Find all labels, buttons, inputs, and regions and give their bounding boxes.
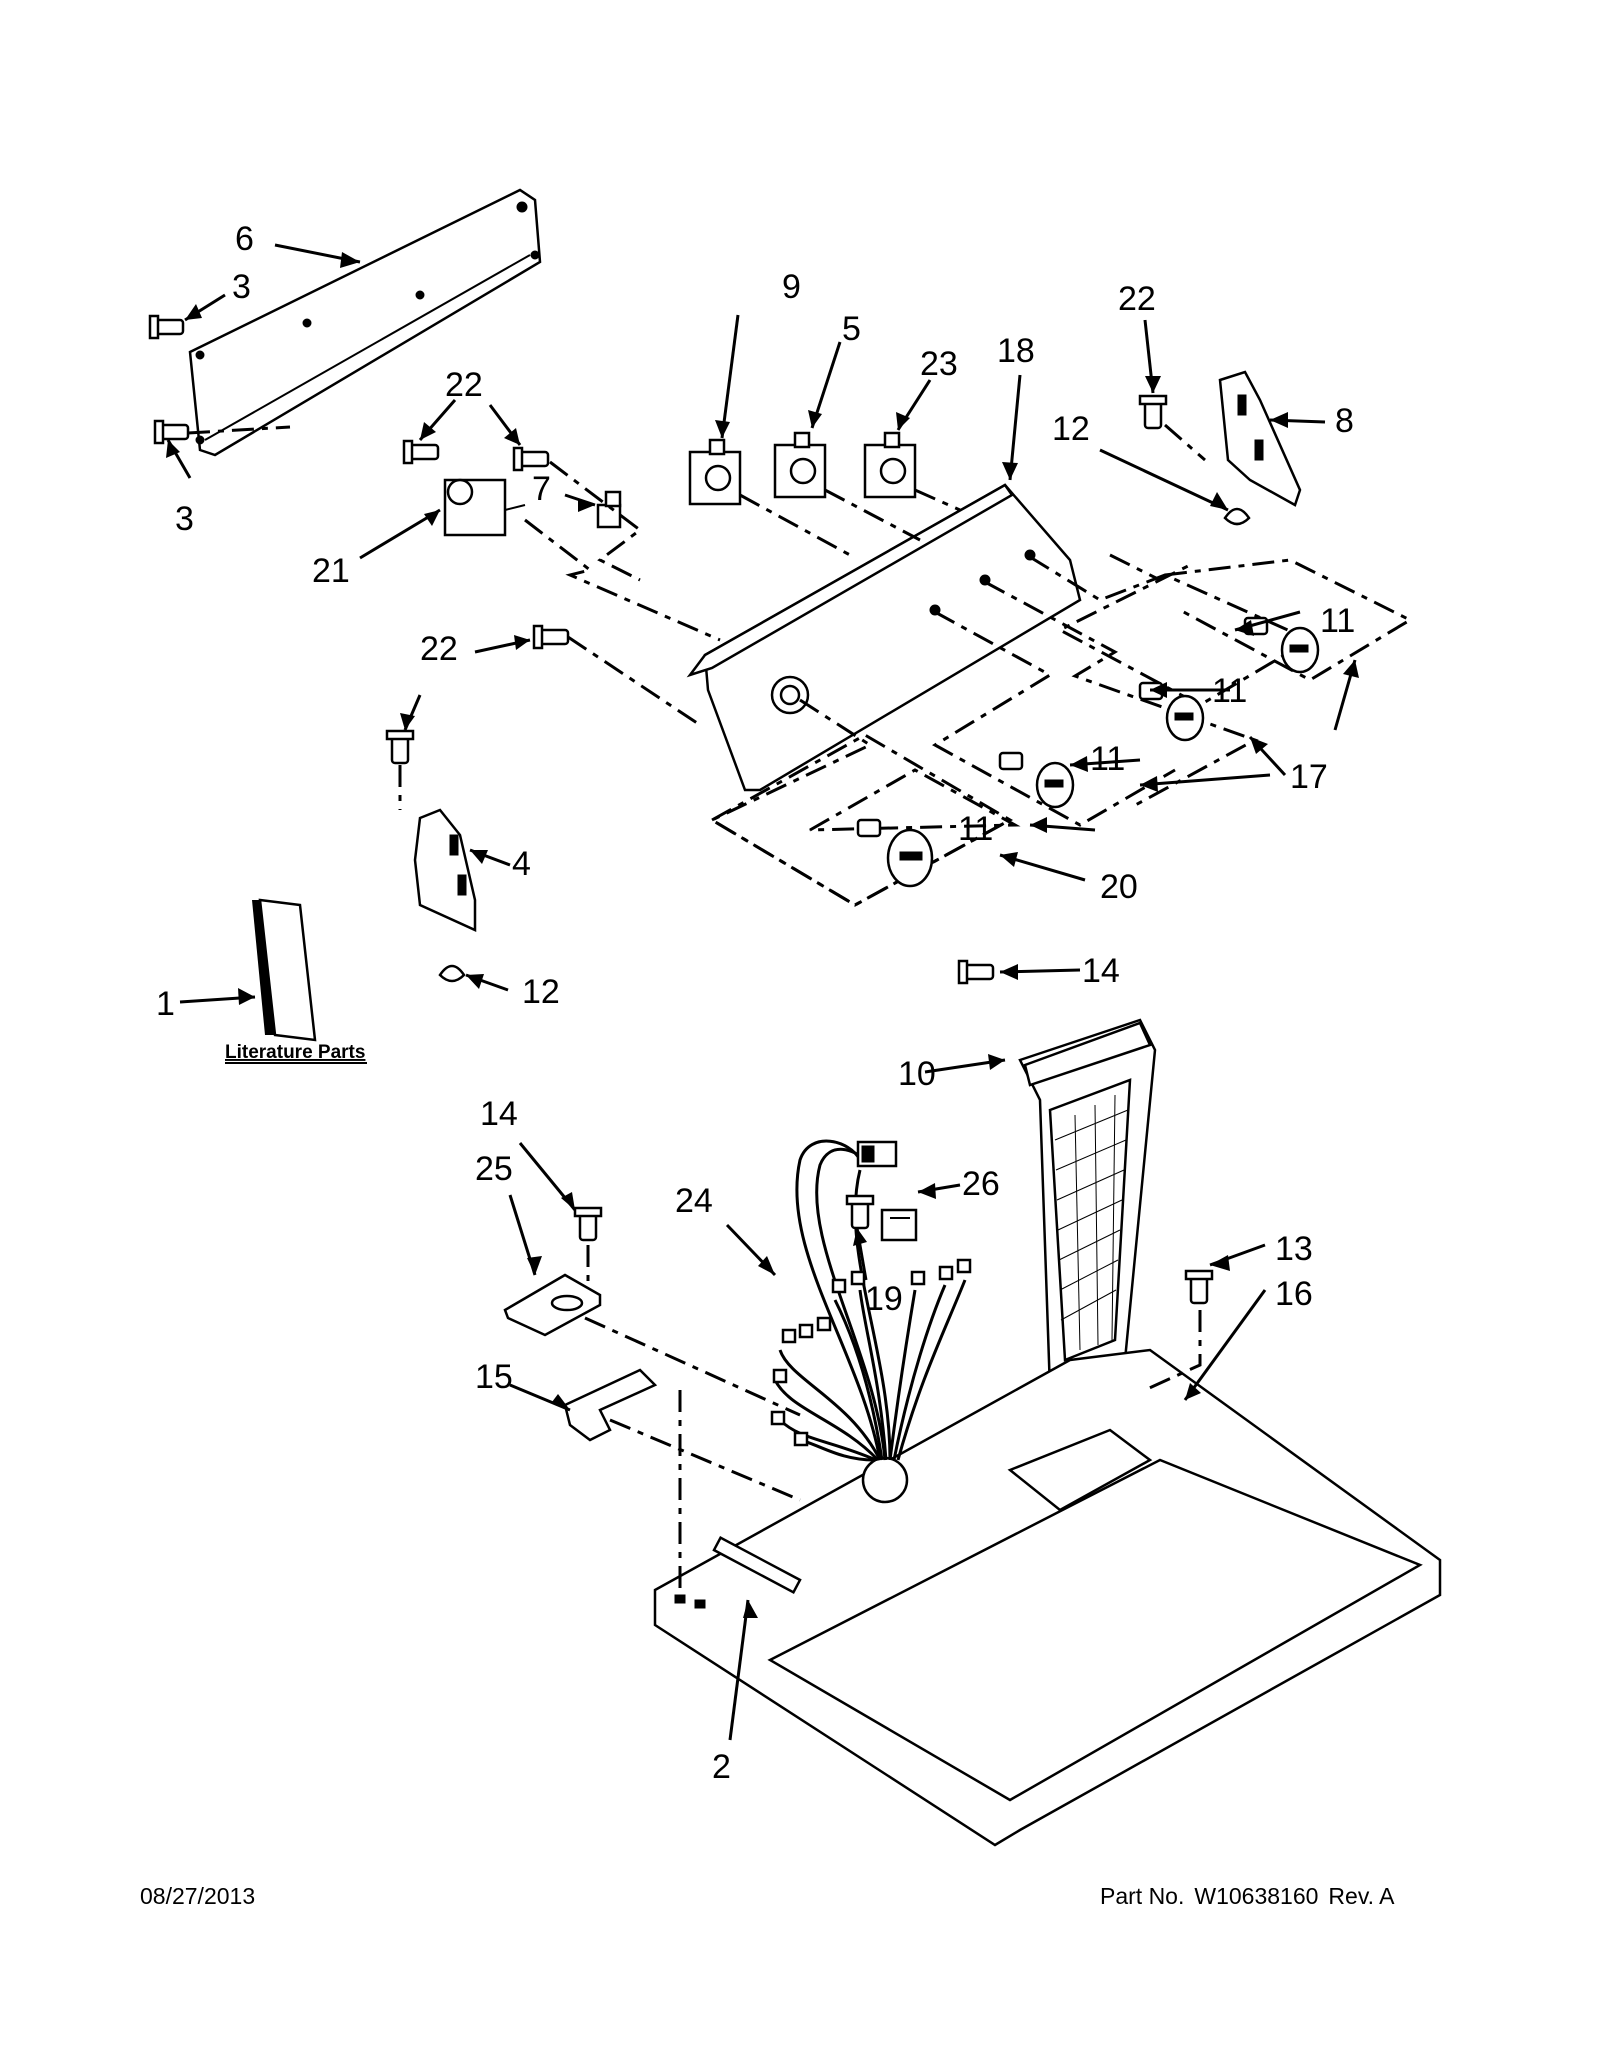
callout-2: 2: [712, 1748, 731, 1786]
switch-9-part: [688, 438, 742, 506]
callout-4: 4: [512, 845, 531, 883]
callout-18: 18: [997, 332, 1035, 370]
callout-22-right: 22: [1118, 280, 1156, 318]
callout-21: 21: [312, 552, 350, 590]
callout-11-c: 11: [1090, 740, 1125, 778]
callout-15: 15: [475, 1358, 513, 1396]
bracket-25-part: [503, 1273, 602, 1337]
screw-14-lower: [573, 1206, 603, 1242]
part-number: W10638160: [1194, 1883, 1319, 1909]
callout-9: 9: [782, 268, 801, 306]
rear-panel-part: [188, 188, 542, 457]
arrowheads: [166, 252, 1359, 1618]
footer-part-number: Part No. W10638160 Rev. A: [1100, 1883, 1404, 1910]
callout-23: 23: [920, 345, 958, 383]
switch-23-part: [863, 431, 917, 499]
callout-19: 19: [865, 1280, 903, 1318]
terminal-block-26-part: [880, 1208, 918, 1242]
clip-12-left: [438, 964, 466, 983]
screw-13-part: [1184, 1269, 1214, 1305]
callout-12-left: 12: [522, 973, 560, 1011]
part-prefix: Part No.: [1100, 1883, 1185, 1909]
knob-1-part: [856, 818, 934, 888]
timer-part: [443, 478, 526, 537]
control-console-part: [686, 483, 1082, 792]
switch-7-part: [596, 490, 622, 529]
callout-14-console: 14: [1082, 952, 1120, 990]
callout-7: 7: [532, 470, 551, 508]
harness-connector: [856, 1140, 898, 1168]
callout-26: 26: [962, 1165, 1000, 1203]
screw-19-part: [845, 1194, 875, 1230]
wire-harness-part: [773, 1139, 967, 1462]
callout-11-d: 11: [958, 810, 993, 848]
screw-22-left: [402, 439, 440, 465]
screw-22-mid: [512, 446, 550, 472]
callout-16: 16: [1275, 1275, 1313, 1313]
footer-date: 08/27/2013: [140, 1883, 256, 1909]
callout-25: 25: [475, 1150, 513, 1188]
callout-12-right: 12: [1052, 410, 1090, 448]
callout-5: 5: [842, 310, 861, 348]
callout-10: 10: [898, 1055, 936, 1093]
screw-3-upper: [148, 314, 185, 340]
screw-22-lower: [532, 624, 570, 650]
callout-22-left: 22: [445, 366, 483, 404]
bracket-15-part: [563, 1368, 658, 1442]
lint-filter-part: [1018, 1018, 1157, 1392]
screw-3-lower: [153, 419, 190, 445]
literature-booklet: [252, 898, 317, 1042]
callout-13: 13: [1275, 1230, 1313, 1268]
clip-12-right: [1223, 507, 1251, 526]
callout-6: 6: [235, 220, 254, 258]
callout-14-lower: 14: [480, 1095, 518, 1133]
callout-1: 1: [156, 985, 175, 1023]
switch-5-part: [773, 431, 827, 499]
callout-11-a: 11: [1320, 602, 1355, 640]
callout-22-lower: 22: [420, 630, 458, 668]
top-panel-part: [653, 1348, 1442, 1847]
literature-parts-label: Literature Parts: [225, 1042, 365, 1063]
callout-24: 24: [675, 1182, 713, 1220]
screw-14-console: [957, 959, 995, 985]
callout-3-lower: 3: [175, 500, 194, 538]
end-cap-4-part: [413, 808, 477, 932]
callout-3-upper: 3: [232, 268, 251, 306]
callout-20: 20: [1100, 868, 1138, 906]
screw-22-vertical: [385, 729, 415, 765]
end-cap-8-part: [1218, 370, 1302, 507]
revision: Rev. A: [1328, 1883, 1395, 1909]
callout-labels: 6 3 3 22 7 21 9 5 23 18 22 8 12 22 11 11…: [156, 220, 1355, 1786]
knob-3-part: [1138, 681, 1205, 742]
wire-terminals: [770, 1258, 972, 1447]
screw-22-right: [1138, 394, 1168, 430]
callout-8: 8: [1335, 402, 1354, 440]
knob-2-part: [998, 751, 1075, 809]
callout-11-b: 11: [1212, 672, 1247, 710]
callout-17: 17: [1290, 758, 1328, 796]
